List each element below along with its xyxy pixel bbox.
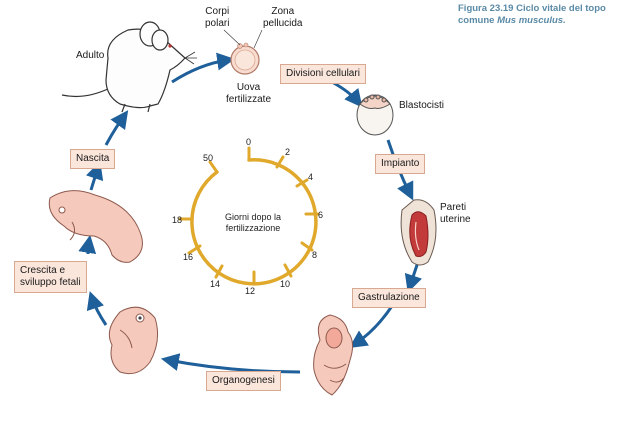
tick-label-16: 16 — [183, 252, 193, 262]
arrow-gastrulation-to-organo — [349, 305, 394, 348]
clock-center-label: Giorni dopo la fertilizzazione — [224, 212, 282, 233]
arrow-fetus-to-birth — [86, 161, 104, 191]
tick-label-6: 6 — [318, 210, 323, 220]
adult-mouse-illustration — [61, 21, 197, 113]
early-fetus-illustration — [108, 306, 159, 375]
blastocyst-illustration — [356, 94, 394, 136]
arrow-eggs-to-blastocyst — [331, 80, 363, 108]
tick-label-18: 18 — [172, 215, 182, 225]
arrow-birth-to-adult — [104, 110, 129, 146]
box-cell-divisions: Divisioni cellulari — [280, 64, 366, 84]
label-polar-bodies: Corpi polari — [205, 6, 230, 29]
figure-caption: Figura 23.19 Ciclo vitale del topo comun… — [458, 3, 616, 27]
label-blastocysts: Blastocisti — [399, 100, 445, 111]
tick-label-0: 0 — [246, 137, 251, 147]
fetus-illustration — [48, 190, 143, 263]
box-birth: Nascita — [70, 149, 116, 169]
arrow-adult-to-eggs — [171, 52, 236, 84]
box-implantation: Impianto — [375, 154, 426, 174]
tick-label-10: 10 — [280, 279, 290, 289]
tick-label-14: 14 — [210, 279, 220, 289]
label-fertilized-eggs: Uova fertilizzate — [226, 82, 272, 105]
figure-number: Figura 23.19 — [458, 3, 514, 14]
figure-title: Ciclo vitale del topo comune — [458, 3, 606, 26]
arrow-organo-to-embryo — [160, 353, 301, 374]
uterine-wall-illustration — [400, 199, 437, 266]
box-organogenesis: Organogenesi — [206, 371, 281, 391]
label-uterine-walls: Pareti uterine — [440, 202, 471, 225]
box-gastrulation: Gastrulazione — [352, 288, 426, 308]
development-clock — [178, 146, 320, 286]
gastrula-illustration — [313, 314, 354, 396]
arrow-uterine-to-gastrulation — [404, 261, 422, 293]
tick-label-4: 4 — [308, 172, 313, 182]
arrow-growth-to-fetus — [78, 234, 97, 255]
tick-label-2: 2 — [285, 147, 290, 157]
label-zona-pellucida: Zona pellucida — [263, 6, 303, 29]
tick-label-50: 50 — [203, 153, 213, 163]
box-growth: Crescita e sviluppo fetali — [14, 261, 87, 293]
label-adult: Adulto — [76, 50, 105, 61]
fertilized-egg-illustration — [223, 29, 263, 75]
tick-label-12: 12 — [245, 286, 255, 296]
figure-species: Mus musculus. — [497, 15, 566, 26]
tick-label-8: 8 — [312, 250, 317, 260]
arrow-embryo-to-growth — [86, 291, 108, 326]
clock-tick-labels: 0 2 4 6 8 10 12 14 16 18 50 — [172, 137, 323, 296]
